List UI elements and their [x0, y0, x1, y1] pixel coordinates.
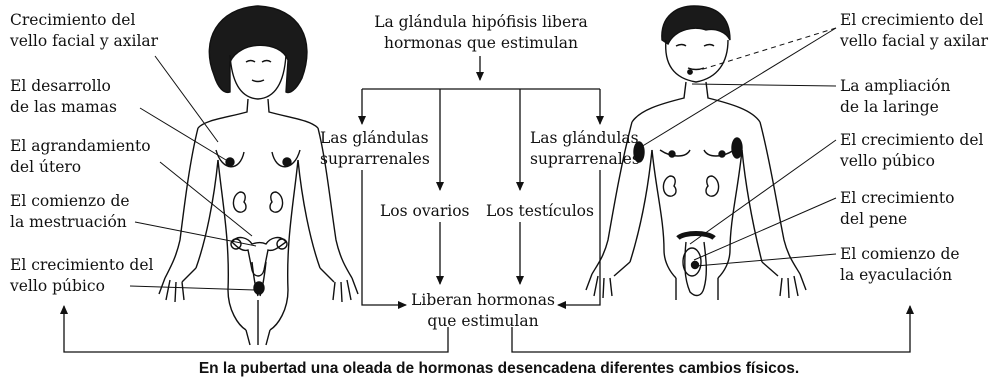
label-line: El crecimiento del — [10, 256, 154, 274]
label-line: Crecimiento del — [10, 11, 136, 29]
label-female-uterus: El agrandamiento del útero — [10, 136, 151, 178]
label-line: hormonas que estimulan — [383, 34, 579, 52]
label-adrenal-right: Las glándulas suprarrenales — [530, 128, 640, 170]
female-figure — [158, 5, 359, 346]
label-female-menstruation: El comienzo de la mestruación — [10, 191, 130, 233]
flow-lines — [60, 56, 914, 353]
label-line: El comienzo de — [840, 245, 960, 263]
label-adrenal-left: Las glándulas suprarrenales — [320, 128, 430, 170]
label-line: del útero — [10, 158, 82, 176]
label-line: vello púbico — [10, 277, 105, 295]
female-hair — [208, 5, 308, 94]
label-male-pubic-hair: El crecimiento del vello púbico — [840, 130, 983, 172]
label-line: El comienzo de — [10, 192, 130, 210]
figure-caption: En la pubertad una oleada de hormonas de… — [198, 360, 800, 377]
label-line: vello facial y axilar — [840, 32, 989, 50]
label-female-pubic-hair: El crecimiento del vello púbico — [10, 255, 153, 297]
label-line: El desarrollo — [10, 77, 111, 95]
label-female-facial-hair: Crecimiento del vello facial y axilar — [10, 10, 158, 52]
label-testes: Los testículos — [486, 202, 594, 220]
male-figure — [585, 5, 807, 300]
label-male-facial-hair: El crecimiento del vello facial y axilar — [840, 10, 988, 52]
label-line: suprarrenales — [530, 150, 640, 168]
label-line: Liberan hormonas — [411, 291, 555, 309]
label-male-larynx: La ampliación de la laringe — [840, 76, 950, 118]
label-line: que estimulan — [427, 312, 539, 330]
label-line: suprarrenales — [320, 150, 430, 168]
label-line: vello facial y axilar — [10, 32, 159, 50]
label-line: Las glándulas — [320, 129, 429, 147]
label-line: El crecimiento — [840, 189, 955, 207]
label-line: la mestruación — [10, 213, 127, 231]
label-line: La glándula hipófisis libera — [374, 13, 588, 31]
label-line: la eyaculación — [840, 266, 953, 284]
male-hair — [661, 5, 731, 46]
label-line: de las mamas — [10, 98, 117, 116]
leader-lines — [129, 27, 837, 291]
label-female-breasts: El desarrollo de las mamas — [10, 76, 117, 118]
label-line: del pene — [840, 210, 908, 228]
label-line: El crecimiento del — [840, 11, 984, 29]
female-face — [229, 54, 287, 100]
label-release: Liberan hormonas que estimulan — [408, 290, 558, 332]
label-line: La ampliación — [840, 77, 951, 95]
label-ovaries: Los ovarios — [380, 202, 470, 220]
label-line: vello púbico — [840, 152, 935, 170]
label-line: El agrandamiento — [10, 137, 151, 155]
label-line: de la laringe — [840, 98, 939, 116]
label-male-ejaculation: El comienzo de la eyaculación — [840, 244, 960, 286]
label-line: El crecimiento del — [840, 131, 984, 149]
label-pituitary: La glándula hipófisis libera hormonas qu… — [373, 12, 589, 54]
label-line: Las glándulas — [530, 129, 639, 147]
label-male-penis: El crecimiento del pene — [840, 188, 954, 230]
